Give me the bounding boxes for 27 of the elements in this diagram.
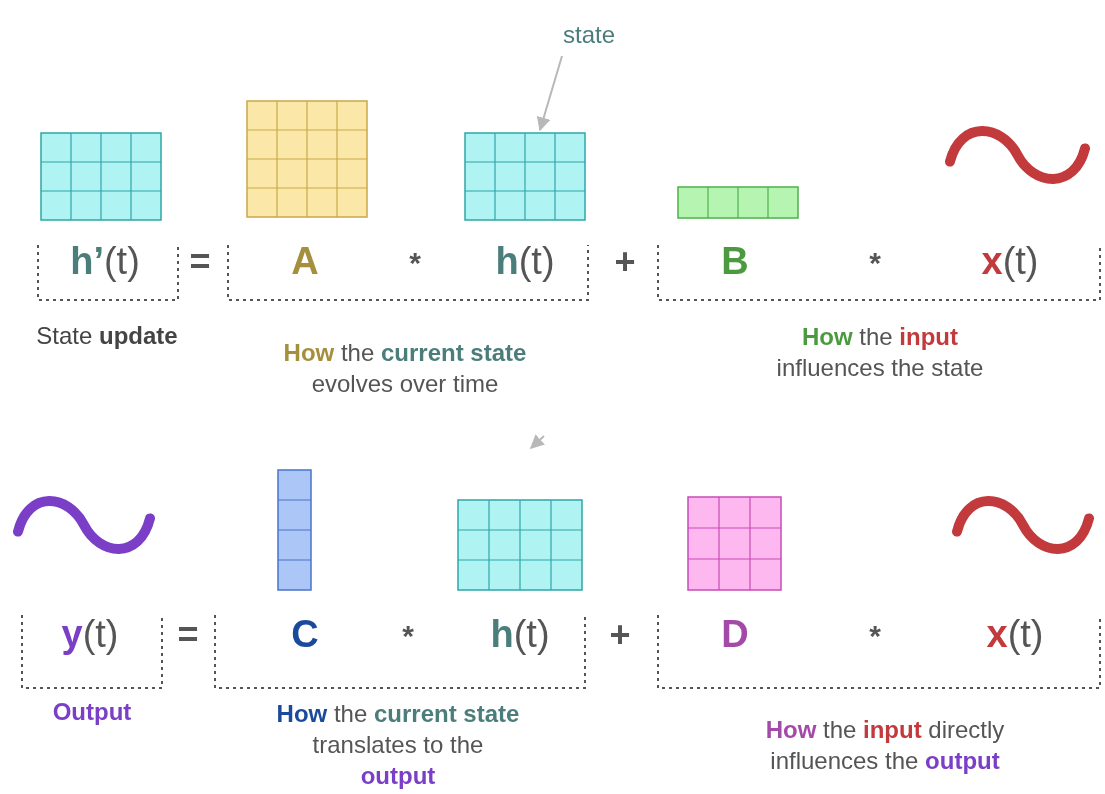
math-symbol: * (869, 244, 881, 281)
equation-term: C (291, 612, 319, 658)
description-text: How the input influences the state (775, 321, 985, 383)
description-text: How the current state translates to the output (275, 699, 521, 792)
equation-term: D (721, 612, 749, 658)
leader-line (536, 55, 563, 132)
math-symbol: = (177, 612, 199, 657)
equation-term: A (291, 239, 319, 285)
math-symbol: + (614, 239, 636, 284)
math-symbol: * (409, 244, 421, 281)
equation-term: x(t) (986, 612, 1044, 658)
equation-term: x(t) (981, 239, 1039, 285)
math-symbol: + (609, 612, 631, 657)
equation-term: h(t) (495, 239, 555, 285)
equation-term: B (721, 239, 749, 285)
description-text: How the input directly influences the output (764, 714, 1006, 776)
math-symbol: = (189, 239, 211, 284)
equation-term: y(t) (61, 612, 119, 658)
description-text: State update (36, 321, 178, 352)
math-symbol: * (869, 617, 881, 654)
description-text: How the current state evolves over time (282, 337, 528, 399)
equation-term: h’(t) (70, 239, 140, 285)
description-text: Output (52, 697, 132, 728)
matrix-drawing (464, 132, 586, 221)
math-symbol: * (402, 617, 414, 654)
equation-term: h(t) (490, 612, 550, 658)
annotation-text: state (563, 19, 615, 51)
